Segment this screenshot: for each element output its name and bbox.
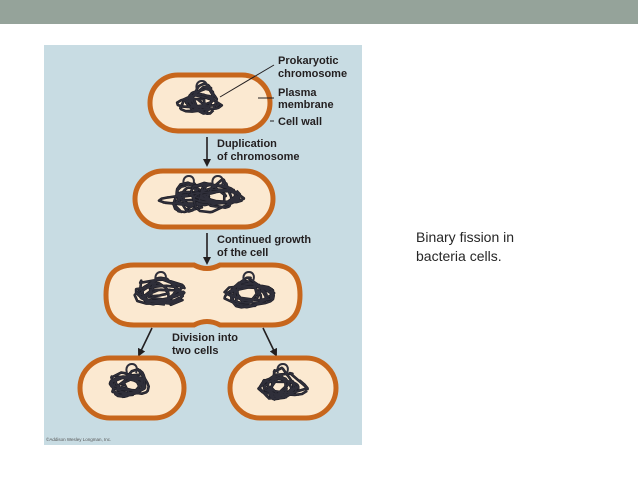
label-division-line1: Division into xyxy=(172,332,238,344)
chromosome-loop xyxy=(195,80,208,91)
chromosome-strand xyxy=(188,178,245,213)
label-pointer-lines xyxy=(219,64,275,122)
label-plasma-line2: membrane xyxy=(278,99,334,111)
chromosome-stage-1 xyxy=(175,80,224,115)
label-duplication-line1: Duplication xyxy=(217,138,277,150)
chromosome-stage-4-right xyxy=(257,363,309,401)
chromosome-stage-3-left xyxy=(133,271,186,307)
chromosome-stage-2-right xyxy=(188,175,246,214)
slide-caption: Binary fission in bacteria cells. xyxy=(416,228,566,266)
chromosome-strand xyxy=(223,277,275,308)
label-prokaryotic-line1: Prokaryotic xyxy=(278,55,339,67)
label-division-line2: two cells xyxy=(172,345,218,357)
cell-stage-1 xyxy=(147,72,273,134)
chromosome-loop xyxy=(154,271,167,282)
cell-body xyxy=(77,355,187,421)
slide-top-bar xyxy=(0,0,638,24)
chromosome-strand xyxy=(109,368,150,398)
figure-credit: ©Addison Wesley Longman, Inc. xyxy=(46,436,111,442)
chromosome-loop xyxy=(242,271,255,282)
chromosome-stage-4-left xyxy=(108,363,150,399)
label-duplication-line2: of chromosome xyxy=(217,151,300,163)
chromosome-loop xyxy=(182,175,195,186)
pointer-chromosome xyxy=(219,64,275,98)
chromosome-strand xyxy=(176,83,223,115)
chromosome-strand xyxy=(257,367,309,401)
label-growth-line1: Continued growth xyxy=(217,234,311,246)
arrow-division-left xyxy=(137,327,153,357)
cell-stage-4-right xyxy=(227,355,339,421)
binary-fission-figure: Prokaryotic chromosome Plasma membrane C… xyxy=(44,45,362,445)
chromosome-loop xyxy=(125,363,138,374)
cell-stage-4-left xyxy=(77,355,187,421)
caption-line-2: bacteria cells. xyxy=(416,248,502,264)
chromosome-stage-3-right xyxy=(223,271,276,309)
cell-stage-2 xyxy=(132,168,276,230)
cell-stage-3 xyxy=(103,262,303,328)
chromosome-strand xyxy=(134,277,186,306)
chromosome-loop xyxy=(211,175,224,186)
label-prokaryotic-line2: chromosome xyxy=(278,68,347,80)
chromosome-loop xyxy=(276,363,289,374)
label-plasma-line1: Plasma xyxy=(278,87,317,99)
figure-svg: Prokaryotic chromosome Plasma membrane C… xyxy=(44,45,362,445)
label-cell-wall: Cell wall xyxy=(278,116,322,128)
caption-line-1: Binary fission in xyxy=(416,229,515,245)
arrow-division-right xyxy=(262,327,278,357)
label-growth-line2: of the cell xyxy=(217,247,268,259)
